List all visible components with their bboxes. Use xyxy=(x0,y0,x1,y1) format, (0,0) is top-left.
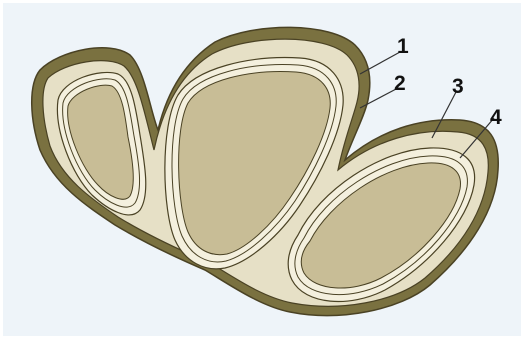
label-3: 3 xyxy=(452,75,464,98)
label-4: 4 xyxy=(490,106,502,129)
label-1: 1 xyxy=(397,35,409,58)
label-2: 2 xyxy=(394,72,406,95)
